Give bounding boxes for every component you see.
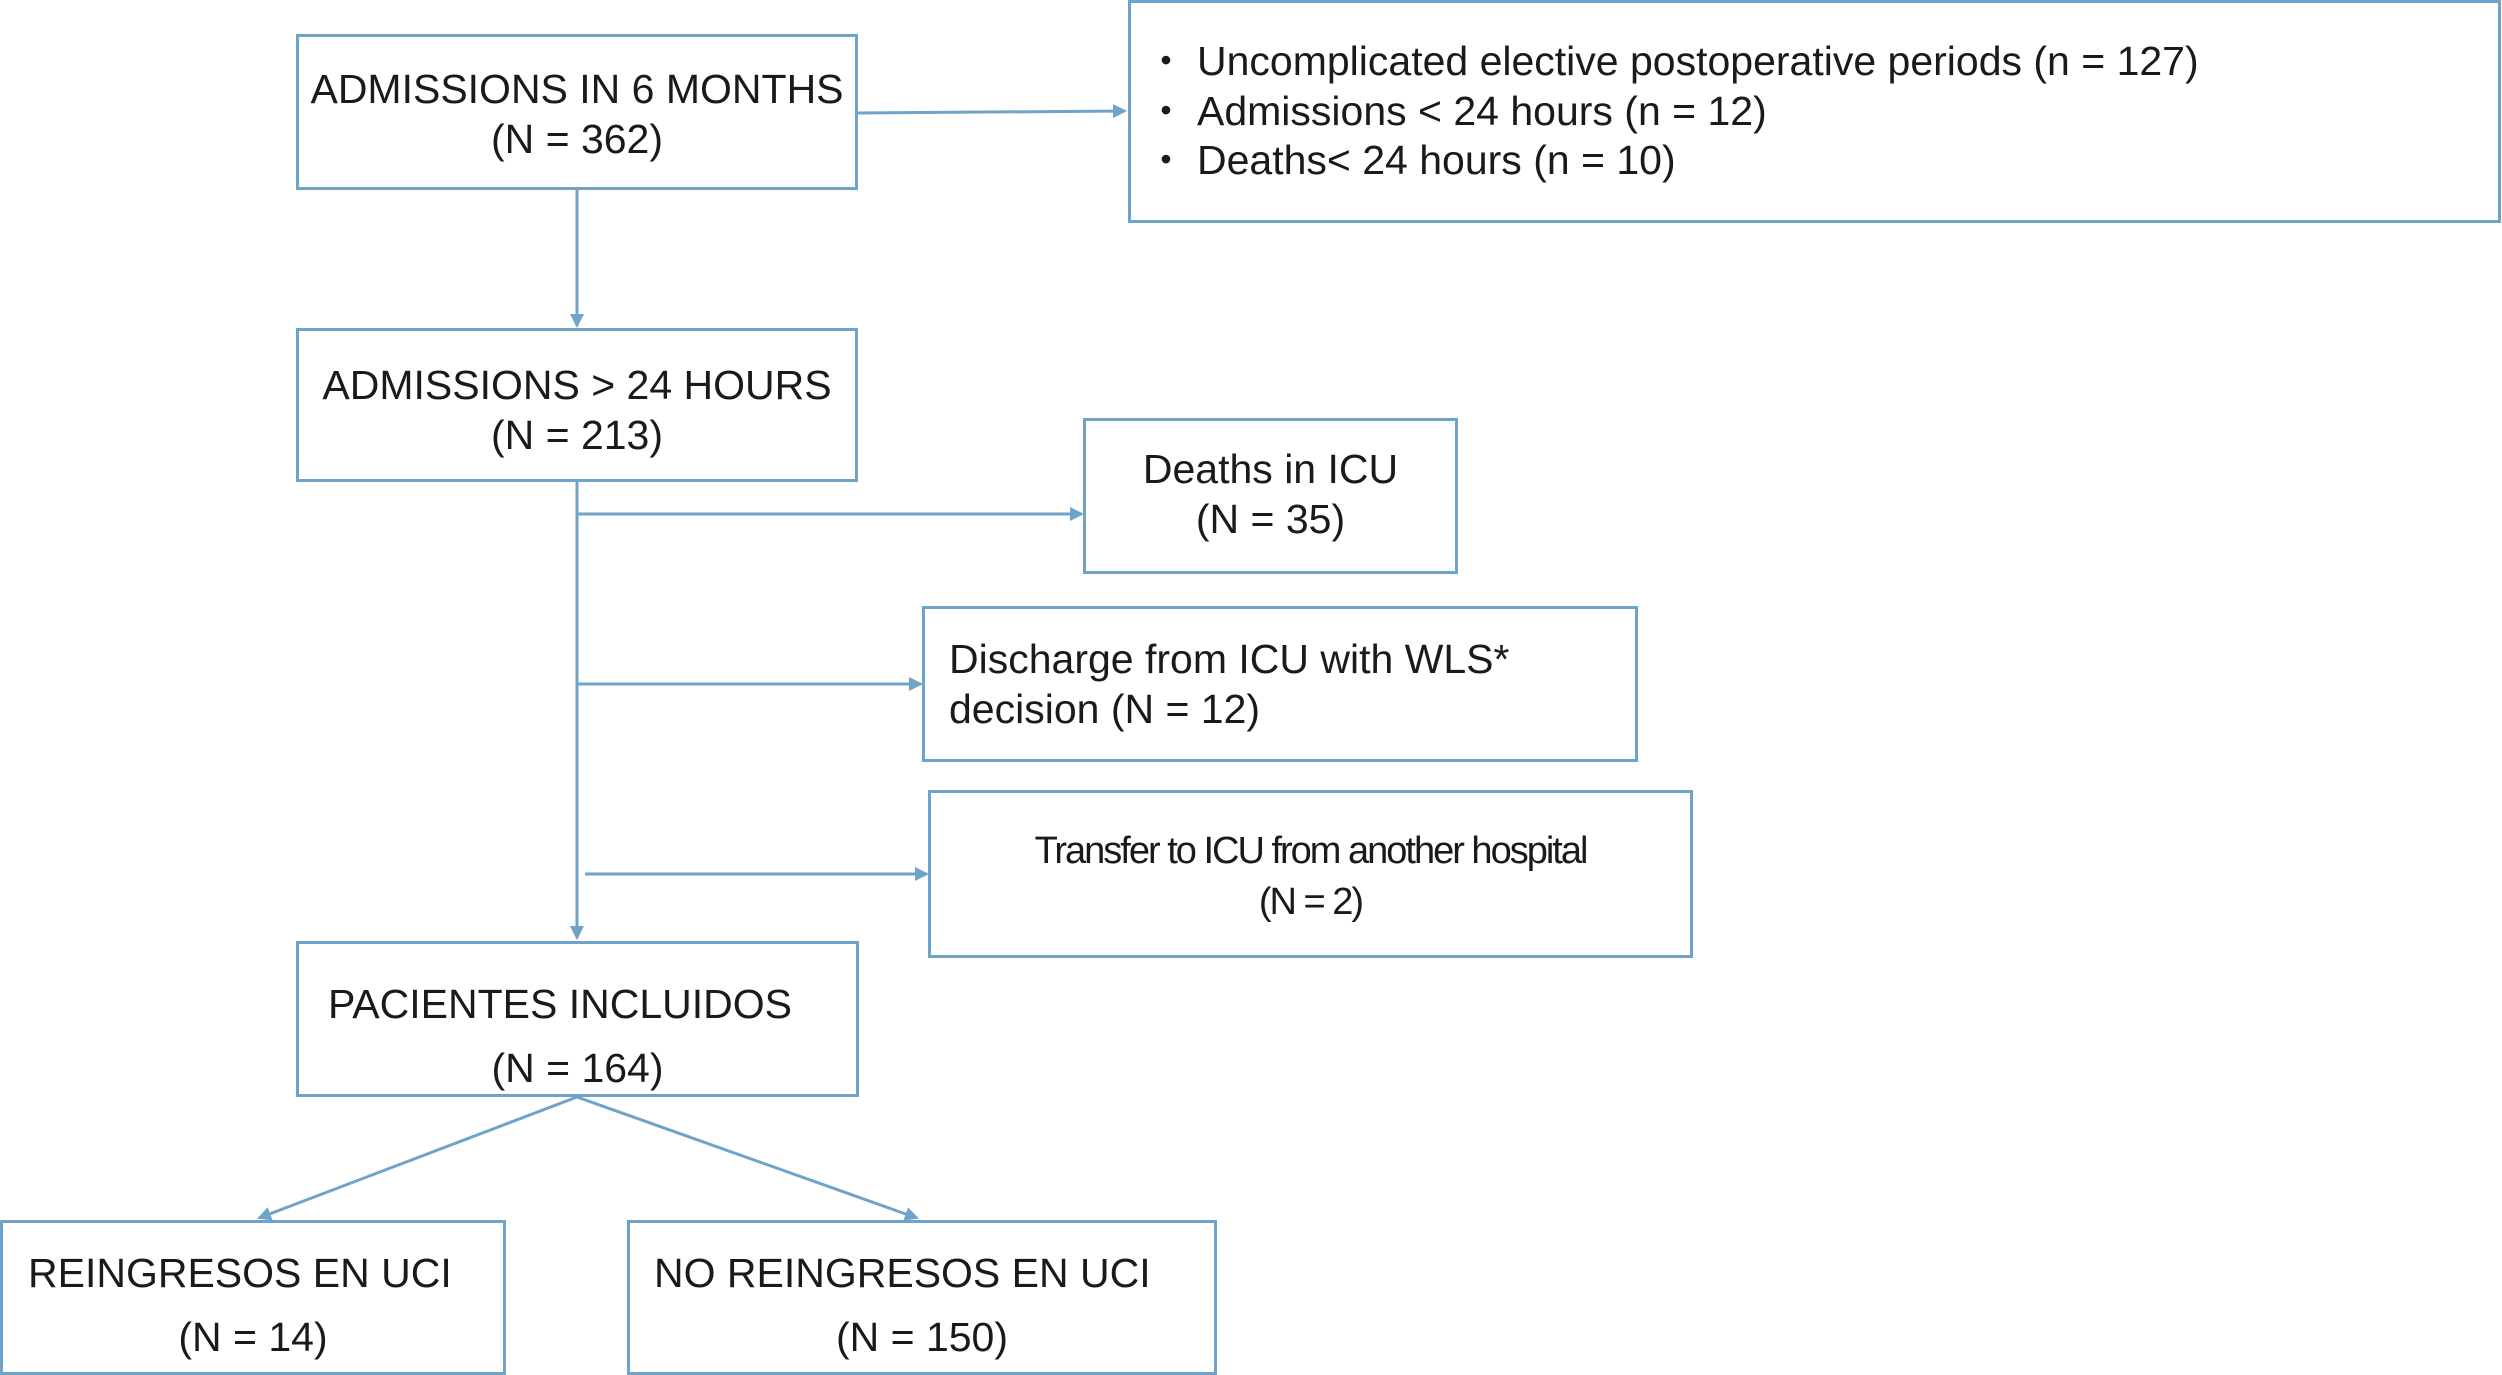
discharge-wls-box: Discharge from ICU with WLS* decision (N… [922, 606, 1638, 762]
arrow-to-excluded [857, 104, 1127, 119]
excluded-item: • Deaths< 24 hours (n = 10) [1135, 135, 1676, 184]
discharge-wls-line2: decision (N = 12) [949, 686, 1261, 732]
no-readmissions-box: NO REINGRESOS EN UCI (N = 150) [627, 1220, 1217, 1375]
bullet-icon: • [1160, 141, 1172, 177]
no-readmissions-title: NO REINGRESOS EN UCI [654, 1250, 1151, 1296]
excluded-item-label: Uncomplicated elective postoperative per… [1197, 38, 2199, 84]
included-box: PACIENTES INCLUIDOS (N = 164) [296, 941, 859, 1097]
admissions-24h-count: (N = 213) [490, 412, 664, 458]
deaths-icu-title: Deaths in ICU [1142, 446, 1399, 492]
bullet-icon: • [1160, 92, 1172, 128]
readmissions-title: REINGRESOS EN UCI [28, 1250, 452, 1296]
transfer-box: Transfer to ICU from another hospital (N… [928, 790, 1693, 958]
admissions-total-title: ADMISSIONS IN 6 MONTHS [310, 66, 844, 112]
admissions-total-box: ADMISSIONS IN 6 MONTHS (N = 362) [296, 34, 858, 190]
excluded-item: • Admissions < 24 hours (n = 12) [1135, 86, 1767, 135]
excluded-item-label: Admissions < 24 hours (n = 12) [1197, 88, 1767, 134]
transfer-count: (N = 2) [1258, 881, 1364, 923]
excluded-initial-box: • Uncomplicated elective postoperative pe… [1128, 0, 2501, 223]
included-title: PACIENTES INCLUIDOS [328, 981, 792, 1027]
arrow-to-no-readmissions [576, 1095, 919, 1221]
readmissions-box: REINGRESOS EN UCI (N = 14) [0, 1220, 506, 1375]
admissions-24h-box: ADMISSIONS > 24 HOURS (N = 213) [296, 328, 858, 482]
readmissions-count: (N = 14) [178, 1314, 328, 1360]
bullet-icon: • [1160, 42, 1172, 78]
admissions-total-count: (N = 362) [490, 116, 664, 162]
deaths-icu-count: (N = 35) [1195, 496, 1346, 542]
admissions-24h-title: ADMISSIONS > 24 HOURS [322, 362, 832, 408]
included-count: (N = 164) [491, 1045, 664, 1091]
excluded-item: • Uncomplicated elective postoperative pe… [1135, 36, 2199, 85]
deaths-icu-box: Deaths in ICU (N = 35) [1083, 418, 1458, 574]
excluded-item-label: Deaths< 24 hours (n = 10) [1197, 137, 1676, 183]
discharge-wls-line1: Discharge from ICU with WLS* [949, 636, 1510, 682]
arrow-to-readmissions [257, 1095, 578, 1221]
no-readmissions-count: (N = 150) [835, 1314, 1009, 1360]
transfer-title: Transfer to ICU from another hospital [1034, 830, 1589, 872]
